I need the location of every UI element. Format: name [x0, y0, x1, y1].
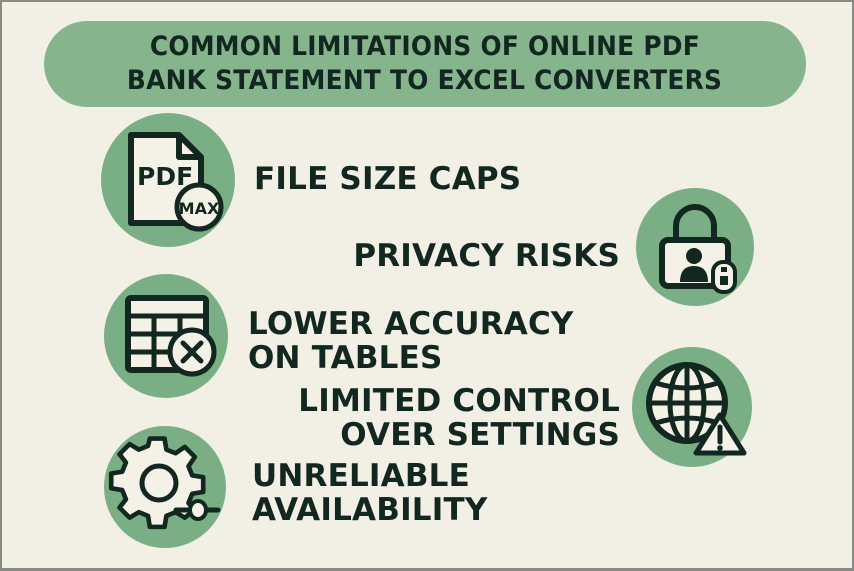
unreliable-availability-badge [104, 426, 226, 548]
lower-accuracy-badge [104, 274, 228, 398]
privacy-lock-user-icon [659, 204, 737, 294]
pdf-max-file-icon: PDF MAX [128, 132, 224, 232]
gear-slider-icon [108, 436, 221, 530]
title-line-1: COMMON LIMITATIONS OF ONLINE PDF [149, 31, 701, 62]
label-line: UNRELIABLE [252, 458, 471, 494]
label-line: OVER SETTINGS [340, 417, 620, 453]
label-line: AVAILABILITY [252, 492, 488, 528]
lower-accuracy-label: LOWER ACCURACY ON TABLES [248, 307, 574, 375]
label-line: ON TABLES [248, 340, 443, 376]
label-line: LOWER ACCURACY [248, 306, 574, 342]
label-line: PRIVACY RISKS [353, 238, 620, 274]
label-line: LIMITED CONTROL [298, 383, 620, 419]
privacy-risks-label: PRIVACY RISKS [353, 239, 620, 273]
limited-control-badge [632, 347, 752, 467]
unreliable-availability-label: UNRELIABLE AVAILABILITY [252, 459, 488, 527]
file-size-caps-badge: PDF MAX [101, 113, 235, 247]
table-error-icon [125, 295, 217, 377]
title-line-2: BANK STATEMENT TO EXCEL CONVERTERS [127, 65, 723, 96]
globe-warning-icon [646, 362, 747, 456]
file-size-caps-label: FILE SIZE CAPS [254, 162, 521, 196]
label-line: FILE SIZE CAPS [254, 161, 522, 197]
max-label: MAX [179, 199, 220, 218]
limited-control-label: LIMITED CONTROL OVER SETTINGS [298, 384, 620, 452]
privacy-risks-badge [636, 188, 754, 306]
title-banner: COMMON LIMITATIONS OF ONLINE PDF BANK ST… [44, 21, 806, 107]
pdf-label: PDF [137, 162, 193, 191]
